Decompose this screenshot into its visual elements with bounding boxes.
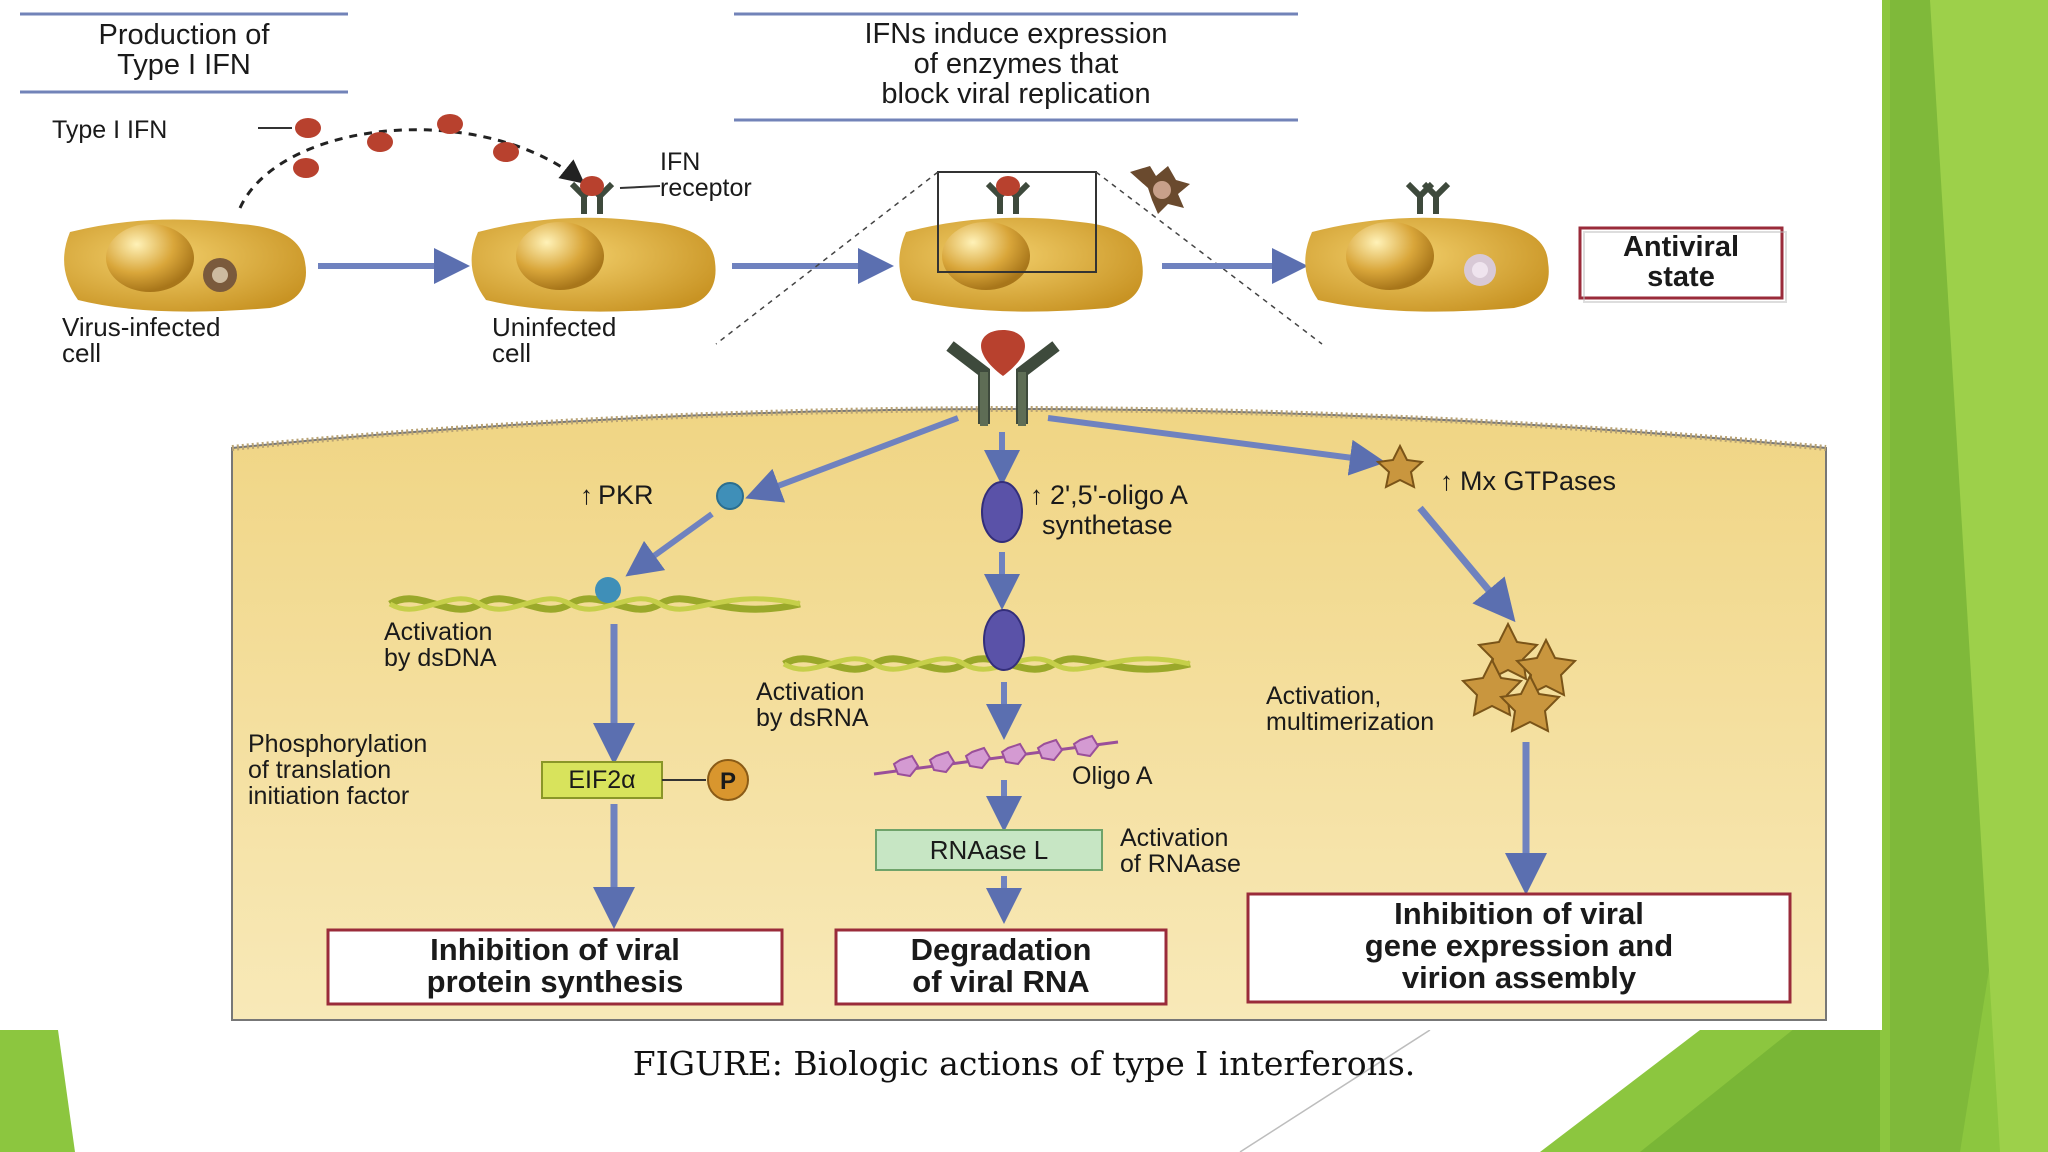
pkr-pathway: ↑ PKR Activation by dsDNA Phosphorylatio… (248, 480, 801, 1006)
pkr-up-arrow: ↑ (580, 480, 593, 510)
mx-result-2: gene expression and (1365, 928, 1673, 963)
header-left: Production of Type I IFN (20, 12, 348, 94)
responding-cell (715, 166, 1323, 345)
header-center-line1: IFNs induce expression (864, 18, 1167, 50)
figure-caption: FIGURE: Biologic actions of type I inter… (632, 1044, 1416, 1083)
mx-activation-1: Activation, (1266, 682, 1381, 710)
header-center-line3: block viral replication (881, 78, 1150, 110)
virus-infected-label-2: cell (62, 338, 101, 368)
rnaase-activation-2: of RNAase (1120, 850, 1241, 878)
ifn-receptor-label-2: receptor (660, 174, 752, 202)
uninfected-cell: IFN receptor Uninfected cell (471, 148, 752, 368)
pkr-result-2: protein synthesis (427, 964, 684, 999)
oas-activation-1: Activation (756, 678, 864, 706)
mx-label: Mx GTPases (1460, 466, 1616, 496)
header-left-line2: Type I IFN (117, 49, 251, 81)
oas-up-arrow: ↑ (1030, 480, 1043, 510)
antiviral-state-line2: state (1647, 261, 1715, 293)
mx-result-1: Inhibition of viral (1394, 896, 1644, 931)
header-center-line2: of enzymes that (914, 48, 1119, 80)
oas-activation-2: by dsRNA (756, 704, 869, 732)
pkr-phospho-3: initiation factor (248, 782, 409, 810)
antiviral-cell (1305, 181, 1549, 312)
type-i-ifn-label: Type I IFN (52, 116, 167, 144)
antiviral-state-box: Antiviral state (1578, 226, 1787, 303)
pkr-phospho-1: Phosphorylation (248, 730, 427, 758)
mx-activation-2: multimerization (1266, 708, 1434, 736)
oas-result-2: of viral RNA (912, 964, 1089, 999)
mx-up-arrow: ↑ (1440, 466, 1453, 496)
header-center: IFNs induce expression of enzymes that b… (734, 12, 1298, 122)
ifn-receptor-label-1: IFN (660, 148, 700, 176)
arrow-to-mx (1047, 415, 1386, 476)
uninfected-label-1: Uninfected (492, 312, 616, 342)
pkr-phospho-2: of translation (248, 756, 391, 784)
virus-infected-label-1: Virus-infected (62, 312, 221, 342)
antiviral-state-line1: Antiviral (1623, 231, 1739, 263)
virus-infected-cell: Virus-infected cell (62, 219, 306, 368)
oas-pathway: ↑ 2',5'-oligo A synthetase Activation by… (756, 480, 1241, 1006)
rnaase-l-label: RNAase L (930, 835, 1049, 865)
arrow-to-pkr (745, 415, 960, 503)
oas-result-1: Degradation (911, 932, 1092, 967)
rnaase-activation-1: Activation (1120, 824, 1228, 852)
uninfected-label-2: cell (492, 338, 531, 368)
oas-label-1: 2',5'-oligo A (1050, 480, 1188, 510)
eif2a-label: EIF2α (568, 766, 635, 794)
pkr-result-1: Inhibition of viral (430, 932, 680, 967)
pkr-label: PKR (598, 480, 654, 510)
phospho-p-label: P (720, 768, 736, 795)
ifn-receptor-large (946, 330, 1060, 426)
oas-label-2: synthetase (1042, 510, 1173, 540)
ifn-secretion: Type I IFN (52, 114, 585, 209)
header-left-line1: Production of (99, 19, 271, 51)
mx-result-3: virion assembly (1402, 960, 1637, 995)
pkr-activation-2: by dsDNA (384, 644, 497, 672)
mx-pathway: ↑ Mx GTPases Activation, multimerization… (1246, 443, 1792, 1004)
pkr-activation-1: Activation (384, 618, 492, 646)
oligo-a-label: Oligo A (1072, 762, 1153, 790)
